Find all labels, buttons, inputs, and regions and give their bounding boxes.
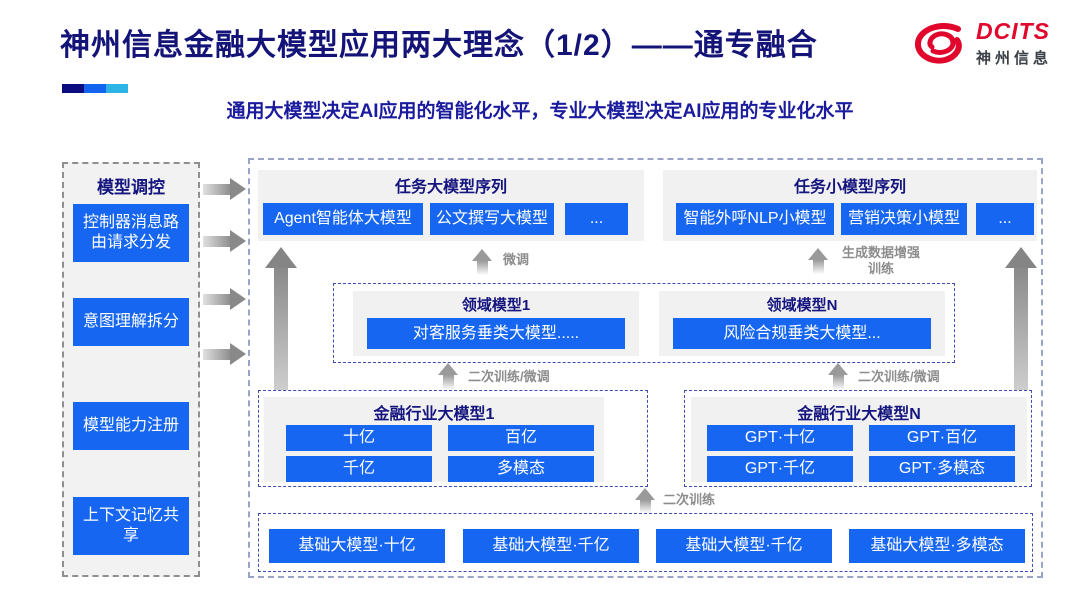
dcits-logo: DCITS 神州信息 xyxy=(912,20,1052,68)
gen-data-train-label: 生成数据增强训练 xyxy=(841,245,920,276)
gpt-ten-billion-button[interactable]: GPT·百亿 xyxy=(869,425,1015,451)
ten-billion-button[interactable]: 百亿 xyxy=(448,425,594,451)
finetune-label: 微调 xyxy=(503,252,530,267)
up-arrow-icon xyxy=(472,249,492,275)
industry-model-1-header: 金融行业大模型1 xyxy=(373,406,495,423)
gpt-hundred-billion-button[interactable]: GPT·千亿 xyxy=(707,456,853,482)
industry-model-n-header: 金融行业大模型N xyxy=(797,406,921,423)
base-model-hundred-billion-button[interactable]: 基础大模型·千亿 xyxy=(463,529,639,563)
sidebar-header: 模型调控 xyxy=(97,178,165,197)
document-writing-model-button[interactable]: 公文撰写大模型 xyxy=(430,203,554,235)
second-train-finetune-label-right: 二次训练/微调 xyxy=(858,369,940,384)
domain-model-n-header: 领域模型N xyxy=(766,297,838,314)
task-small-model-header: 任务小模型序列 xyxy=(793,179,906,196)
industry-model-n-card: 金融行业大模型N GPT·十亿 GPT·百亿 GPT·千亿 GPT·多模态 xyxy=(691,397,1027,482)
gpt-billion-button[interactable]: GPT·十亿 xyxy=(707,425,853,451)
domain-model-n-card: 领域模型N 风险合规垂类大模型... xyxy=(659,291,945,356)
domain-models-box: 领域模型1 对客服务垂类大模型..... 领域模型N 风险合规垂类大模型... xyxy=(333,283,955,363)
multimodal-button[interactable]: 多模态 xyxy=(448,456,594,482)
accent-cyan xyxy=(106,84,128,93)
agent-large-model-button[interactable]: Agent智能体大模型 xyxy=(263,203,423,235)
industry-model-1-card: 金融行业大模型1 十亿 百亿 千亿 多模态 xyxy=(264,397,604,482)
industry-model-n-box: 金融行业大模型N GPT·十亿 GPT·百亿 GPT·千亿 GPT·多模态 xyxy=(684,390,1032,487)
task-small-model-card: 任务小模型序列 智能外呼NLP小模型 营销决策小模型 ... xyxy=(663,170,1037,241)
domain-model-1-header: 领域模型1 xyxy=(461,297,531,314)
base-model-hundred-billion-button-2[interactable]: 基础大模型·千亿 xyxy=(656,529,832,563)
gpt-multimodal-button[interactable]: GPT·多模态 xyxy=(869,456,1015,482)
second-train-label: 二次训练 xyxy=(663,492,716,507)
nlp-outbound-model-button[interactable]: 智能外呼NLP小模型 xyxy=(676,203,834,235)
up-arrow-icon xyxy=(808,248,828,274)
right-arrow-icon xyxy=(203,178,246,200)
up-arrow-icon xyxy=(438,363,458,390)
industry-model-1-box: 金融行业大模型1 十亿 百亿 千亿 多模态 xyxy=(258,390,648,487)
up-arrow-icon xyxy=(828,363,848,390)
sidebar-model-control: 模型调控 控制器消息路由请求分发 意图理解拆分 模型能力注册 上下文记忆共享 xyxy=(62,162,200,577)
sidebar-item-router[interactable]: 控制器消息路由请求分发 xyxy=(73,204,189,262)
more-small-models-button[interactable]: ... xyxy=(976,203,1034,235)
dcits-swirl-icon xyxy=(914,22,962,64)
logo-brand-cn: 神州信息 xyxy=(975,50,1052,67)
second-train-finetune-label-left: 二次训练/微调 xyxy=(468,369,550,384)
domain-model-1-card: 领域模型1 对客服务垂类大模型..... xyxy=(353,291,639,356)
accent-navy xyxy=(62,84,84,93)
subtitle: 通用大模型决定AI应用的智能化水平，专业大模型决定AI应用的专业化水平 xyxy=(226,101,854,122)
logo-brand-text: DCITS xyxy=(975,18,1050,44)
more-large-models-button[interactable]: ... xyxy=(565,203,628,235)
hundred-billion-button[interactable]: 千亿 xyxy=(286,456,432,482)
accent-blue xyxy=(84,84,106,93)
page-title: 神州信息金融大模型应用两大理念（1/2）——通专融合 xyxy=(60,29,818,62)
base-model-multimodal-button[interactable]: 基础大模型·多模态 xyxy=(849,529,1025,563)
task-large-model-card: 任务大模型序列 Agent智能体大模型 公文撰写大模型 ... xyxy=(258,170,644,241)
sidebar-item-context[interactable]: 上下文记忆共享 xyxy=(73,497,189,555)
sidebar-item-registry[interactable]: 模型能力注册 xyxy=(73,402,189,450)
title-accent-bar xyxy=(62,84,128,93)
task-large-model-header: 任务大模型序列 xyxy=(394,179,507,196)
billion-button[interactable]: 十亿 xyxy=(286,425,432,451)
marketing-decision-model-button[interactable]: 营销决策小模型 xyxy=(841,203,967,235)
risk-compliance-model-button[interactable]: 风险合规垂类大模型... xyxy=(673,318,931,349)
right-arrow-icon xyxy=(203,230,246,252)
base-models-box: 基础大模型·十亿 基础大模型·千亿 基础大模型·千亿 基础大模型·多模态 xyxy=(258,513,1033,572)
right-arrow-icon xyxy=(203,343,246,365)
right-arrow-icon xyxy=(203,288,246,310)
customer-service-model-button[interactable]: 对客服务垂类大模型..... xyxy=(367,318,625,349)
sidebar-item-intent[interactable]: 意图理解拆分 xyxy=(73,298,189,346)
up-arrow-icon xyxy=(635,488,655,513)
base-model-billion-button[interactable]: 基础大模型·十亿 xyxy=(269,529,445,563)
